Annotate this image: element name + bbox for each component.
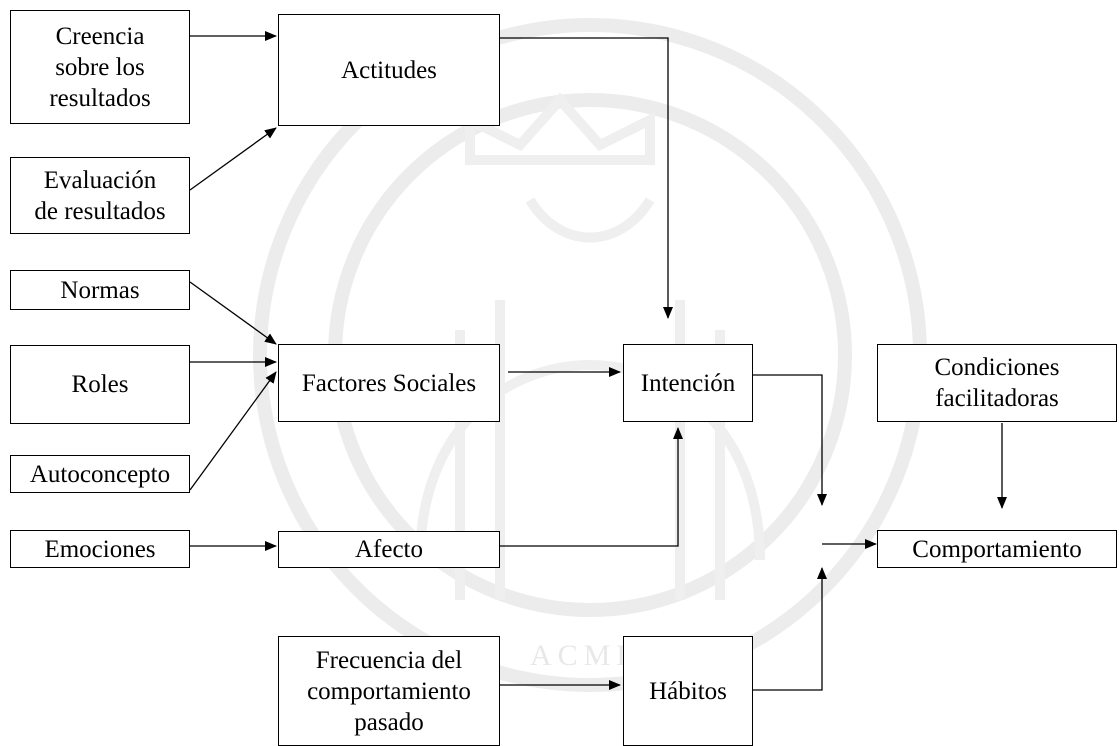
edge-autoconcepto-factores: [189, 371, 277, 491]
node-autoconcepto: Autoconcepto: [10, 455, 190, 493]
node-emociones: Emociones: [10, 530, 190, 568]
node-afecto: Afecto: [278, 531, 500, 568]
edge-actitudes-intencion: [500, 37, 673, 319]
node-frecuencia: Frecuencia del comportamiento pasado: [278, 636, 500, 746]
edge-afecto-intencion: [500, 427, 683, 547]
node-roles: Roles: [10, 345, 190, 424]
node-intencion: Intención: [623, 344, 753, 422]
node-comportamiento: Comportamiento: [877, 530, 1117, 568]
node-evaluacion: Evaluación de resultados: [10, 157, 190, 234]
edge-habitos-merge: [752, 567, 827, 691]
edge-normas-factores: [189, 281, 277, 345]
node-condiciones: Condiciones facilitadoras: [877, 344, 1117, 422]
node-normas: Normas: [10, 270, 190, 310]
edge-evaluacion-actitudes: [189, 127, 277, 191]
edge-intencion-merge: [752, 374, 827, 506]
node-factores-sociales: Factores Sociales: [278, 344, 500, 422]
node-creencia: Creencia sobre los resultados: [10, 10, 190, 124]
node-habitos: Hábitos: [623, 636, 753, 746]
node-actitudes: Actitudes: [278, 14, 500, 126]
